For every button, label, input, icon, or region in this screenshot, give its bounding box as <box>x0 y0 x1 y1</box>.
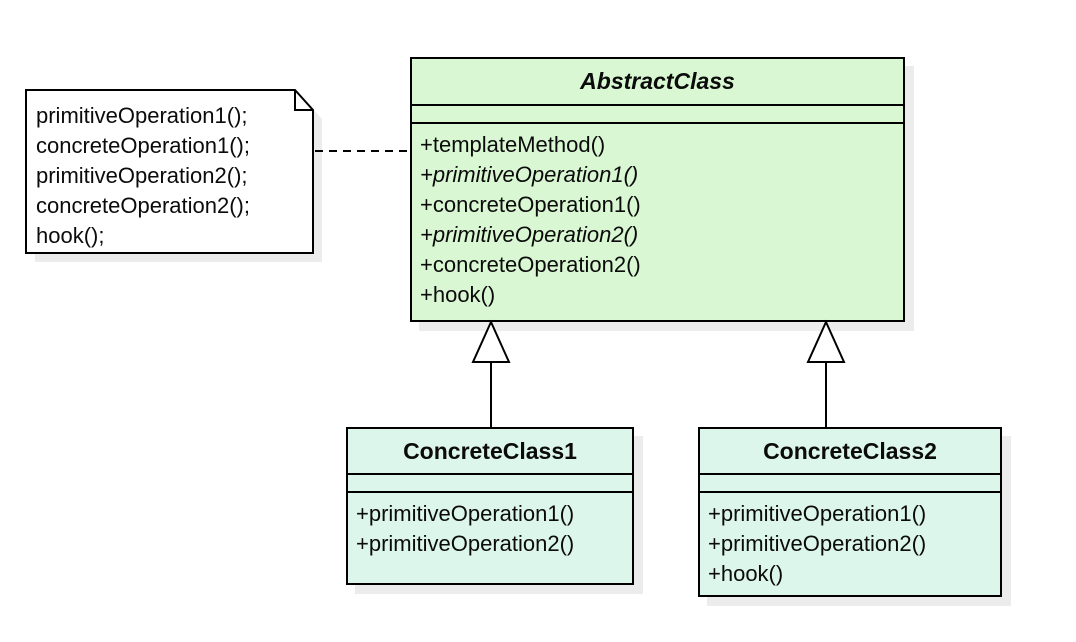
note-line: primitiveOperation2(); <box>36 163 248 188</box>
method-item: +primitiveOperation2() <box>420 222 639 247</box>
class-box-concreteclass2: ConcreteClass2 +primitiveOperation1() +p… <box>698 427 1002 597</box>
method-item: +primitiveOperation1() <box>708 501 927 526</box>
attributes-compartment <box>348 475 632 493</box>
note-text: primitiveOperation1(); concreteOperation… <box>36 101 306 251</box>
method-item: +hook() <box>420 282 496 307</box>
methods-compartment: +primitiveOperation1() +primitiveOperati… <box>700 493 1000 589</box>
method-item: +primitiveOperation2() <box>356 531 575 556</box>
method-item: +primitiveOperation1() <box>356 501 575 526</box>
note-line: hook(); <box>36 223 105 248</box>
class-box-concreteclass1: ConcreteClass1 +primitiveOperation1() +p… <box>346 427 634 585</box>
method-item: +primitiveOperation2() <box>708 531 927 556</box>
class-title: AbstractClass <box>412 59 903 106</box>
class-title: ConcreteClass2 <box>700 429 1000 475</box>
attributes-compartment <box>412 106 903 124</box>
methods-compartment: +templateMethod() +primitiveOperation1()… <box>412 124 903 310</box>
method-item: +primitiveOperation1() <box>420 162 639 187</box>
inheritance-triangle-icon-concrete1 <box>471 319 511 363</box>
note-line: concreteOperation1(); <box>36 133 250 158</box>
methods-compartment: +primitiveOperation1() +primitiveOperati… <box>348 493 632 559</box>
inheritance-triangle-icon-concrete2 <box>806 319 846 363</box>
method-item: +concreteOperation2() <box>420 252 641 277</box>
method-item: +concreteOperation1() <box>420 192 641 217</box>
attributes-compartment <box>700 475 1000 493</box>
class-box-abstractclass: AbstractClass +templateMethod() +primiti… <box>410 57 905 322</box>
class-title: ConcreteClass1 <box>348 429 632 475</box>
note-line: concreteOperation2(); <box>36 193 250 218</box>
method-item: +hook() <box>708 561 784 586</box>
note-line: primitiveOperation1(); <box>36 103 248 128</box>
method-item: +templateMethod() <box>420 132 606 157</box>
